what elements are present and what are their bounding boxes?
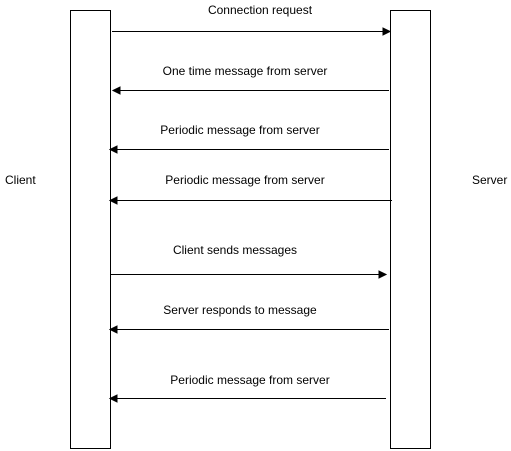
arrow-head — [108, 325, 118, 334]
arrow-head — [111, 86, 121, 95]
message-label: Server responds to message — [163, 303, 317, 317]
arrow-head — [378, 270, 388, 279]
server-lifeline — [390, 10, 431, 449]
message-arrow: One time message from server — [111, 64, 389, 95]
arrow-head — [108, 394, 118, 403]
message-arrow: Server responds to message — [108, 303, 389, 334]
message-arrow: Periodic message from server — [108, 173, 392, 205]
message-label: Periodic message from server — [160, 123, 319, 137]
client-label: Client — [5, 173, 36, 187]
message-label: Connection request — [208, 3, 313, 17]
arrow-head — [382, 27, 392, 36]
client-lifeline — [70, 10, 111, 449]
message-arrow: Connection request — [112, 3, 392, 36]
message-arrow: Periodic message from server — [108, 373, 386, 403]
message-arrow: Client sends messages — [111, 243, 388, 279]
server-label: Server — [472, 173, 507, 187]
message-label: Client sends messages — [173, 243, 297, 257]
arrow-head — [108, 196, 118, 205]
arrow-head — [108, 145, 118, 154]
message-label: Periodic message from server — [165, 173, 324, 187]
message-label: Periodic message from server — [170, 373, 329, 387]
message-arrow: Periodic message from server — [108, 123, 389, 154]
message-label: One time message from server — [163, 64, 328, 78]
